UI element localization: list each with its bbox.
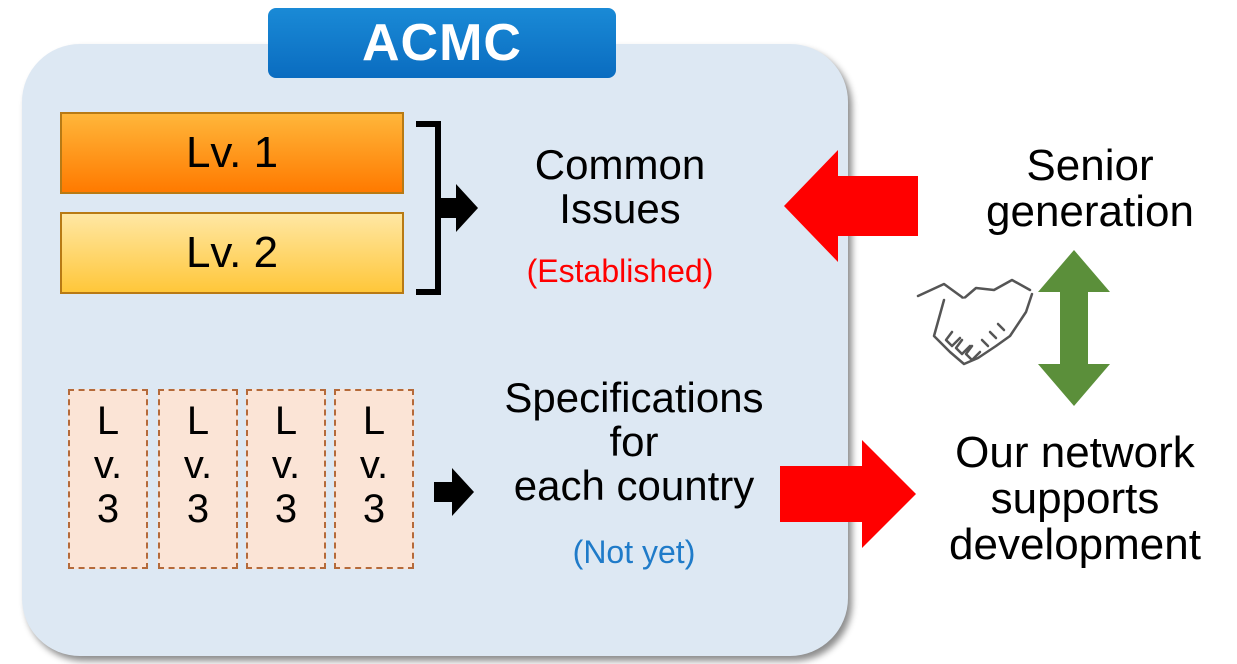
level-3-letter: 3 (274, 487, 298, 531)
senior-generation-label: Senior generation (940, 141, 1237, 237)
handshake-icon (916, 278, 1034, 366)
senior-line: generation (986, 187, 1194, 237)
level-3-letter: L (186, 399, 210, 443)
specifications-line: each country (513, 462, 755, 510)
common-issues-line: Common (534, 141, 706, 188)
level-3-box: L v. 3 (334, 389, 414, 569)
acmc-title: ACMC (268, 8, 616, 78)
established-status: (Established) (526, 253, 714, 289)
red-arrow-left (784, 150, 918, 262)
level-2-box: Lv. 2 (60, 212, 404, 294)
level-3-letter: 3 (96, 487, 120, 531)
level-3-letter: v. (183, 443, 213, 487)
level-3-letter: L (362, 399, 386, 443)
specifications-label: Specifications for each country (464, 374, 804, 510)
level-1-box: Lv. 1 (60, 112, 404, 194)
network-label: Our network supports development (915, 428, 1235, 570)
network-line: Our network (955, 428, 1195, 477)
network-line: development (949, 520, 1201, 570)
level-1-label: Lv. 1 (185, 128, 279, 177)
common-issues-label: Common Issues (470, 141, 770, 233)
bracket (416, 121, 441, 295)
specifications-line: Specifications (504, 374, 764, 421)
level-3-box: L v. 3 (68, 389, 148, 569)
level-3-letter: v. (271, 443, 301, 487)
black-arrow-specs (434, 468, 474, 516)
level-3-box: L v. 3 (158, 389, 238, 569)
not-yet-status: (Not yet) (572, 534, 696, 570)
level-2-label: Lv. 2 (185, 228, 279, 277)
senior-line: Senior (1026, 141, 1154, 190)
level-3-letter: 3 (186, 487, 210, 531)
level-3-letter: v. (359, 443, 389, 487)
level-3-box: L v. 3 (246, 389, 326, 569)
network-line: supports (990, 474, 1160, 524)
level-3-letter: 3 (362, 487, 386, 531)
specifications-line: for (609, 418, 659, 466)
green-double-arrow (1038, 250, 1110, 406)
level-3-letter: L (274, 399, 298, 443)
common-issues-line: Issues (559, 185, 681, 233)
black-arrow-common (438, 184, 478, 232)
red-arrow-right (780, 440, 916, 548)
level-3-letter: v. (93, 443, 123, 487)
level-3-letter: L (96, 399, 120, 443)
